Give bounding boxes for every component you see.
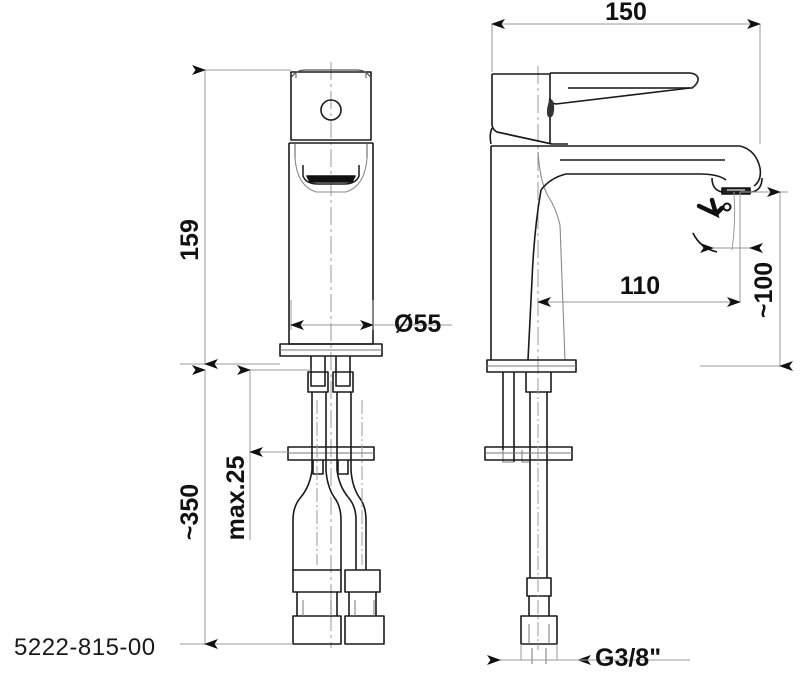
side-elevation-view xyxy=(484,66,763,664)
side-threaded-rod xyxy=(529,392,548,578)
side-handle-body-left xyxy=(491,74,568,145)
side-aerator-face xyxy=(721,187,751,195)
front-hose-left-stem xyxy=(296,592,338,616)
side-body-front-profile xyxy=(527,189,542,361)
side-spout-underside xyxy=(540,173,727,191)
side-rear-tube-end xyxy=(502,450,514,463)
front-handle-top xyxy=(290,71,372,141)
side-handle-bevel xyxy=(496,131,553,145)
aerator-symbol-arrow xyxy=(696,197,725,219)
front-mounting-plate xyxy=(287,446,375,461)
side-handle-left-curve xyxy=(489,127,493,145)
dim-label-g38: G3/8" xyxy=(595,644,661,672)
front-view-dimensions xyxy=(180,65,452,649)
front-handle-underside-arc xyxy=(294,157,368,193)
front-hose-left-nut xyxy=(292,615,342,645)
side-lever-blade-top xyxy=(550,72,700,89)
front-hose-right-stem-inner xyxy=(354,600,375,616)
front-hose-right-stem xyxy=(348,592,377,616)
side-rear-tube-cap xyxy=(521,450,529,463)
front-hose-right-inner xyxy=(350,392,367,570)
front-lever-grip xyxy=(302,165,360,185)
front-hose-right-outer xyxy=(336,392,357,570)
front-shank-right-nut xyxy=(332,371,354,393)
dim-label-110: 110 xyxy=(620,272,660,300)
front-elevation-view xyxy=(279,62,385,648)
ext-swivel-curve xyxy=(731,191,736,251)
front-bracket-leg-left xyxy=(312,460,324,475)
front-handle-top-notch xyxy=(295,72,367,78)
front-hose-left-ferrule xyxy=(292,569,342,593)
side-spout-nose xyxy=(739,145,762,187)
dim-label-100: ~100 xyxy=(750,262,778,318)
front-hose-left-inner xyxy=(325,392,342,570)
side-base-flange xyxy=(486,359,577,373)
front-shank-right xyxy=(335,356,351,387)
dim-label-d55: Ø55 xyxy=(394,310,441,338)
aerator-symbol-icon xyxy=(696,197,732,219)
aerator-symbol-dot xyxy=(722,202,732,212)
front-lever-grip-fill xyxy=(306,175,356,183)
front-collar-sides xyxy=(288,143,374,205)
dim-label-max25: max.25 xyxy=(222,456,250,541)
dim-label-150: 150 xyxy=(605,0,647,26)
front-shank-left xyxy=(310,356,326,387)
front-hose-left-stem-inner xyxy=(302,600,332,616)
side-lever-pivot-dot xyxy=(546,99,555,118)
side-hose-stem xyxy=(528,596,550,616)
side-body-inner-arc xyxy=(537,151,566,361)
front-hose-right-nut xyxy=(344,615,385,645)
dim-label-159: 159 xyxy=(176,219,204,261)
front-bracket-leg-right xyxy=(337,460,349,475)
front-shank-left-nut xyxy=(307,371,329,393)
side-view-dimensions xyxy=(487,19,793,665)
dim-label-350: ~350 xyxy=(176,484,204,540)
front-handle-screw-hole xyxy=(320,99,342,121)
front-base-flange xyxy=(279,343,383,357)
front-hose-right-ferrule xyxy=(344,569,381,593)
part-number-label: 5222-815-00 xyxy=(14,634,156,661)
side-hose-ferrule xyxy=(526,577,552,597)
side-mounting-plate xyxy=(484,446,573,461)
front-handle-top-bevel xyxy=(290,69,372,79)
front-hose-left-outer xyxy=(292,392,313,570)
side-hose-nut-inner xyxy=(528,624,550,644)
front-collar-notch xyxy=(294,143,368,158)
